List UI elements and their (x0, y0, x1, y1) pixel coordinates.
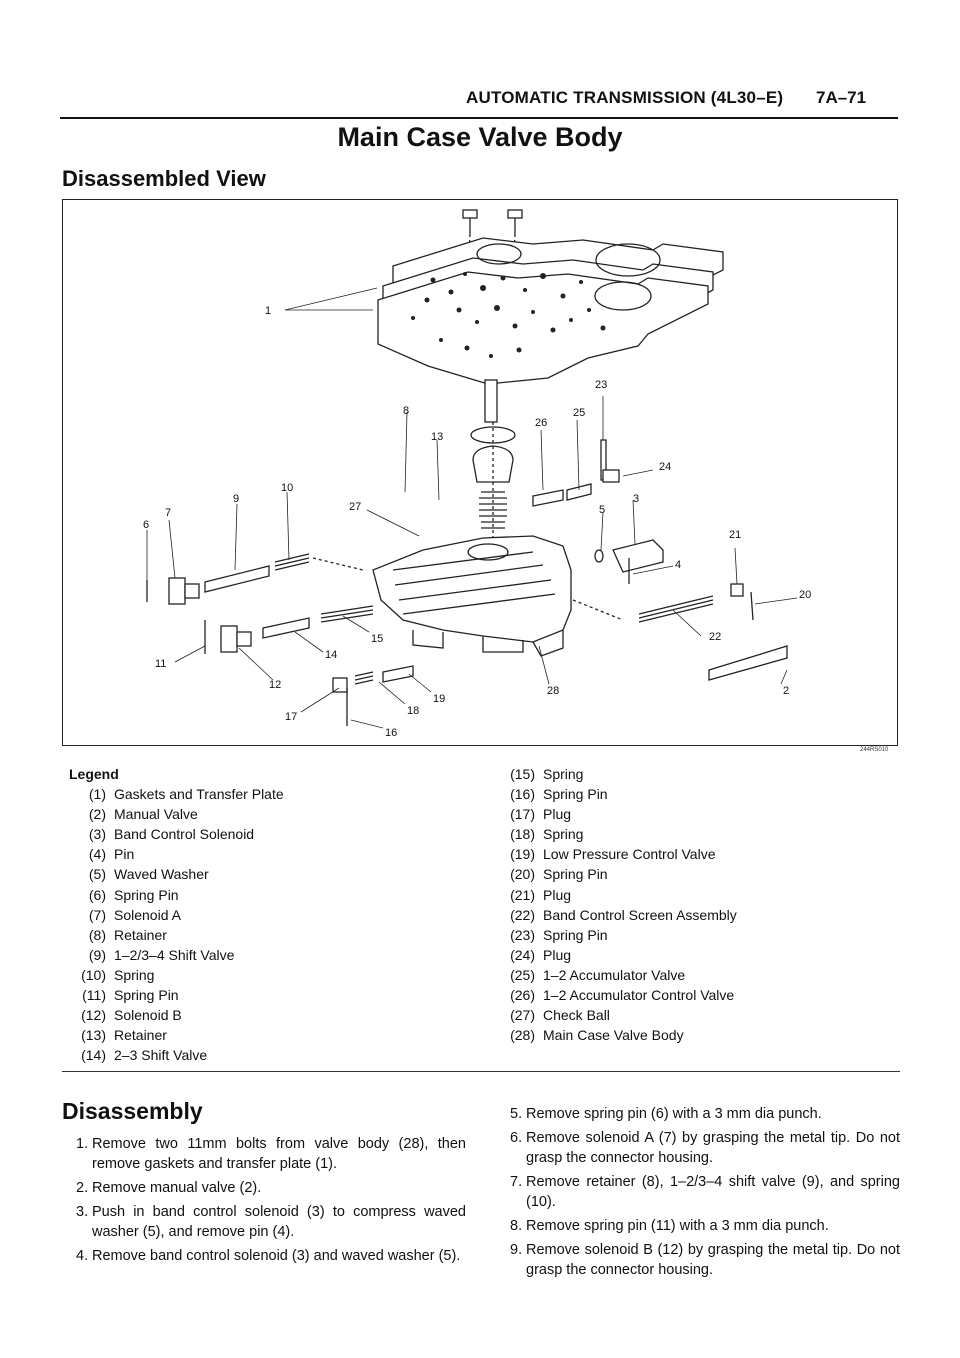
callout-3: 3 (633, 493, 639, 505)
callout-13: 13 (431, 431, 443, 443)
callout-labels: 1 2 3 4 5 6 7 8 9 10 11 12 13 14 15 16 1… (143, 305, 811, 739)
legend-item: (25)1–2 Accumulator Valve (510, 966, 686, 983)
legend-item: (27)Check Ball (510, 1007, 610, 1024)
page-number: 7A–71 (816, 88, 867, 107)
callout-26: 26 (535, 417, 547, 429)
legend-item: (19)Low Pressure Control Valve (510, 846, 716, 863)
callout-28: 28 (547, 685, 559, 697)
step-item: 2.Remove manual valve (2). (76, 1180, 262, 1196)
callout-10: 10 (281, 482, 293, 494)
legend-column-right: (15)Spring (16)Spring Pin (17)Plug (18)S… (497, 764, 737, 1045)
legend-item: (6)Spring Pin (88, 886, 179, 903)
legend-item: (17)Plug (510, 806, 572, 823)
valve-body (372, 535, 572, 657)
gasket-plates (377, 237, 724, 385)
step-item: 1.Remove two 11mm bolts from valve body … (76, 1136, 466, 1172)
legend-item: (13)Retainer (81, 1027, 167, 1044)
disassembly-steps-left: 1.Remove two 11mm bolts from valve body … (76, 1134, 466, 1270)
legend-title: Legend (69, 766, 119, 782)
figure-code: 244RS010 (860, 747, 889, 753)
header-title: AUTOMATIC TRANSMISSION (4L30–E) (466, 88, 784, 107)
callout-22: 22 (709, 631, 721, 643)
callout-6: 6 (143, 519, 149, 531)
callout-17: 17 (285, 711, 297, 723)
callout-2: 2 (783, 685, 789, 697)
solenoid-b-train (204, 605, 374, 654)
callout-4: 4 (675, 559, 681, 571)
step-item: 5.Remove spring pin (6) with a 3 mm dia … (510, 1106, 822, 1122)
callout-24: 24 (659, 461, 671, 473)
step-item: 8.Remove spring pin (11) with a 3 mm dia… (510, 1218, 829, 1234)
gasket-holes (411, 272, 606, 358)
callout-9: 9 (233, 493, 239, 505)
callout-14: 14 (325, 649, 337, 661)
step-item: 7.Remove retainer (8), 1–2/3–4 shift val… (510, 1174, 900, 1210)
callout-20: 20 (799, 589, 811, 601)
right-valve-trains (532, 439, 788, 681)
legend-item: (28)Main Case Valve Body (510, 1027, 684, 1044)
legend-item: (24)Plug (510, 946, 572, 963)
accumulator-stack (470, 379, 516, 540)
callout-18: 18 (407, 705, 419, 717)
section-title-disassembled-view: Disassembled View (62, 166, 266, 191)
callout-19: 19 (433, 693, 445, 705)
step-item: 6.Remove solenoid A (7) by grasping the … (510, 1130, 900, 1166)
legend-item: (5)Waved Washer (88, 866, 209, 883)
low-pressure-train (332, 665, 414, 726)
disassembly-title: Disassembly (62, 1098, 203, 1124)
step-item: 4.Remove band control solenoid (3) and w… (76, 1248, 461, 1264)
callout-7: 7 (165, 507, 171, 519)
legend-item: (26)1–2 Accumulator Control Valve (510, 987, 735, 1004)
callout-11: 11 (155, 658, 166, 670)
legend-item: (8)Retainer (88, 926, 167, 943)
legend-item: (18)Spring (510, 826, 584, 843)
callout-1: 1 (265, 305, 271, 317)
callout-27: 27 (349, 501, 361, 513)
callout-12: 12 (269, 679, 281, 691)
legend-column-left: Legend (1)Gaskets and Transfer Plate (2)… (68, 764, 284, 1065)
step-item: 9.Remove solenoid B (12) by grasping the… (510, 1242, 900, 1278)
callout-25: 25 (573, 407, 585, 419)
legend-item: (7)Solenoid A (88, 906, 181, 923)
exploded-view-figure: 1 2 3 4 5 6 7 8 9 10 11 12 13 14 15 16 1… (62, 199, 898, 746)
page-title: Main Case Valve Body (337, 122, 623, 152)
legend-item: (10)Spring (81, 966, 155, 983)
legend-item: (1)Gaskets and Transfer Plate (88, 786, 284, 803)
callout-16: 16 (385, 727, 397, 739)
solenoid-a-train (146, 553, 364, 605)
legend-item: (20)Spring Pin (510, 866, 608, 883)
section-divider (62, 1071, 900, 1072)
header-divider (60, 117, 898, 119)
disassembly-steps-right: 5.Remove spring pin (6) with a 3 mm dia … (510, 1104, 900, 1284)
legend-item: (21)Plug (510, 886, 572, 903)
legend-item: (15)Spring (510, 766, 584, 782)
callout-5: 5 (599, 504, 605, 516)
callout-15: 15 (371, 633, 383, 645)
callout-23: 23 (595, 379, 607, 391)
legend-item: (16)Spring Pin (510, 786, 608, 803)
legend-item: (4)Pin (88, 846, 135, 863)
legend-item: (12)Solenoid B (81, 1007, 182, 1024)
legend-item: (23)Spring Pin (510, 926, 608, 943)
legend-item: (3)Band Control Solenoid (88, 826, 255, 843)
legend-item: (11)Spring Pin (82, 987, 179, 1004)
step-item: 3.Push in band control solenoid (3) to c… (76, 1204, 466, 1240)
callout-8: 8 (403, 405, 409, 417)
legend-item: (2)Manual Valve (88, 806, 198, 823)
legend-item: (22)Band Control Screen Assembly (510, 906, 737, 923)
callout-21: 21 (729, 529, 741, 541)
legend-item: (9)1–2/3–4 Shift Valve (88, 946, 235, 963)
leader-lines (146, 287, 798, 729)
legend-item: (14)2–3 Shift Valve (81, 1047, 208, 1064)
exploded-diagram: 1 2 3 4 5 6 7 8 9 10 11 12 13 14 15 16 1… (143, 209, 811, 739)
